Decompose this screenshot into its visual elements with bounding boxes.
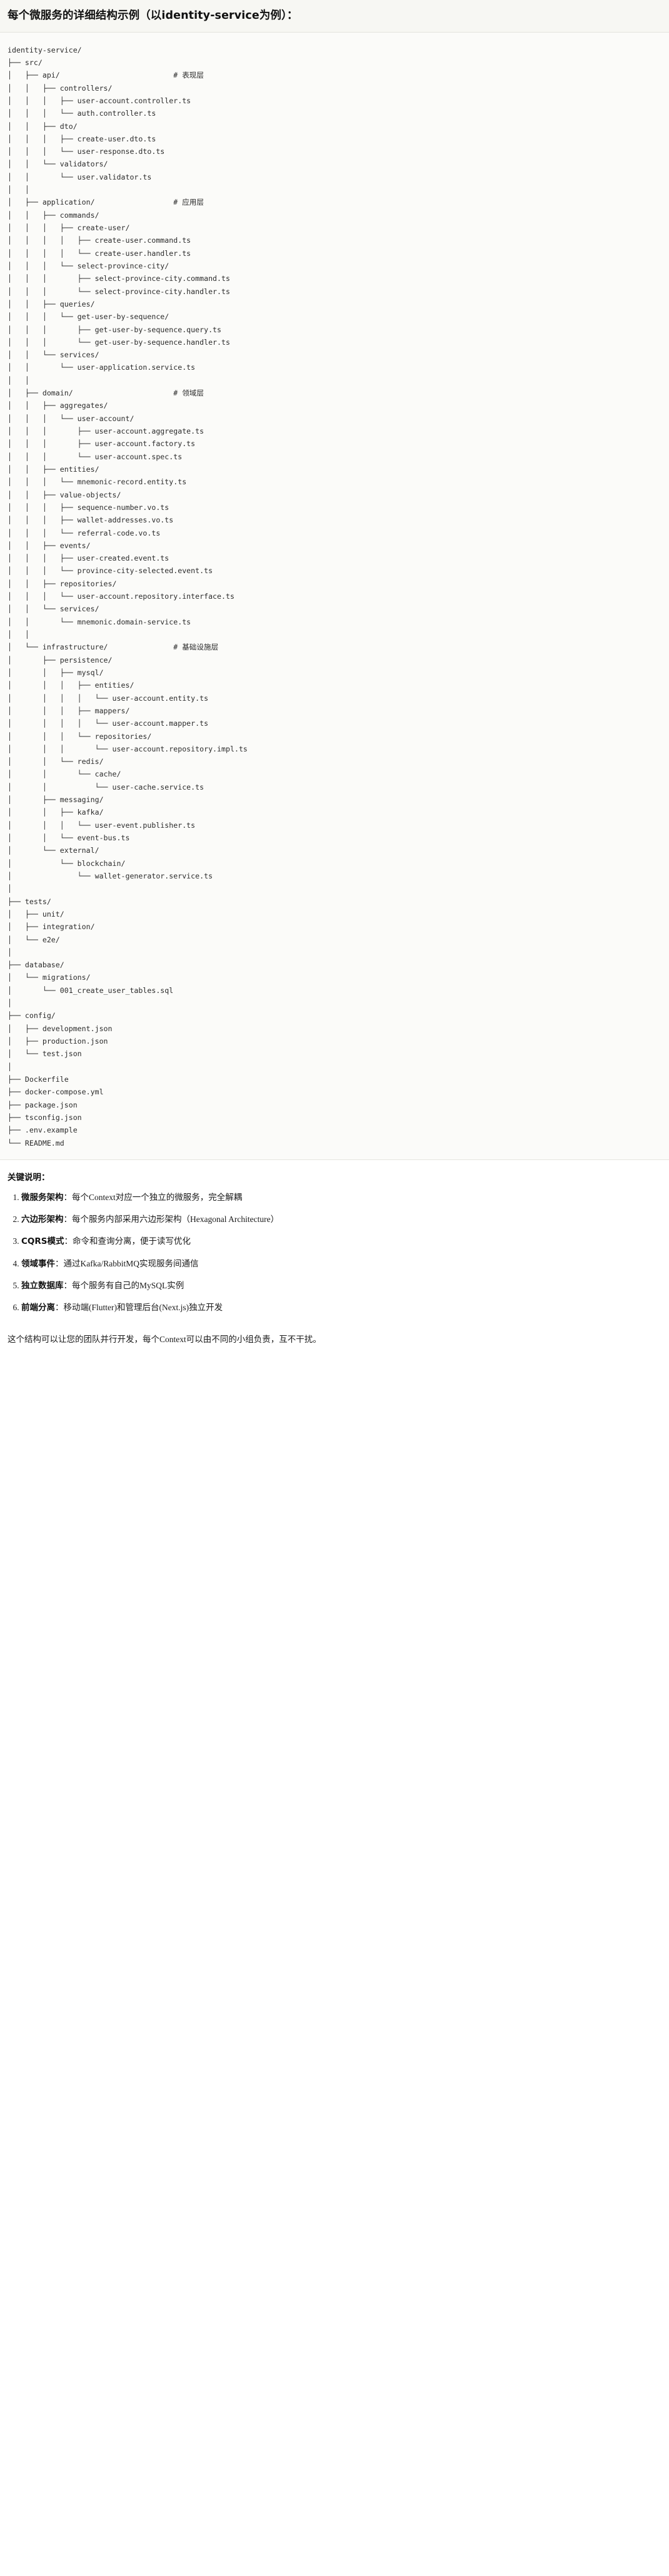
list-item: 领域事件：通过Kafka/RabbitMQ实现服务间通信 <box>21 1258 661 1270</box>
directory-tree-content: identity-service/ ├── src/ │ ├── api/ # … <box>8 45 248 1148</box>
note-term: 微服务架构 <box>21 1192 64 1203</box>
note-term: 六边形架构 <box>21 1214 64 1225</box>
closing-paragraph: 这个结构可以让您的团队并行开发，每个Context可以由不同的小组负责，互不干扰… <box>0 1333 669 1356</box>
list-item: 前端分离：移动端(Flutter)和管理后台(Next.js)独立开发 <box>21 1301 661 1314</box>
note-term: 前端分离 <box>21 1303 55 1313</box>
list-item: 独立数据库：每个服务有自己的MySQL实例 <box>21 1280 661 1292</box>
note-separator: ： <box>63 1214 73 1225</box>
list-item: 六边形架构：每个服务内部采用六边形架构（Hexagonal Architectu… <box>21 1213 661 1226</box>
list-item: CQRS模式：命令和查询分离，便于读写优化 <box>21 1235 661 1248</box>
note-separator: ： <box>63 1192 73 1203</box>
key-notes-list: 微服务架构：每个Context对应一个独立的微服务，完全解耦 六边形架构：每个服… <box>8 1191 661 1315</box>
note-description: 移动端(Flutter)和管理后台(Next.js)独立开发 <box>63 1303 223 1313</box>
note-term: 独立数据库 <box>21 1280 64 1291</box>
note-description: 每个Context对应一个独立的微服务，完全解耦 <box>72 1192 243 1202</box>
document-heading-band: 每个微服务的详细结构示例（以identity-service为例）： <box>0 0 669 33</box>
note-separator: ： <box>63 1280 73 1291</box>
note-separator: ： <box>55 1258 64 1269</box>
key-notes-title: 关键说明： <box>8 1172 50 1183</box>
note-term: 领域事件 <box>21 1258 55 1269</box>
note-separator: ： <box>55 1303 64 1313</box>
note-description: 命令和查询分离，便于读写优化 <box>73 1236 191 1246</box>
note-term: CQRS模式 <box>21 1236 64 1247</box>
note-separator: ： <box>64 1236 73 1247</box>
note-description: 每个服务内部采用六边形架构（Hexagonal Architecture） <box>72 1214 279 1224</box>
list-item: 微服务架构：每个Context对应一个独立的微服务，完全解耦 <box>21 1191 661 1204</box>
page-title: 每个微服务的详细结构示例（以identity-service为例）： <box>8 9 298 22</box>
note-description: 通过Kafka/RabbitMQ实现服务间通信 <box>63 1258 199 1268</box>
key-notes-section: 关键说明： 微服务架构：每个Context对应一个独立的微服务，完全解耦 六边形… <box>0 1159 669 1330</box>
directory-tree-block: identity-service/ ├── src/ │ ├── api/ # … <box>0 32 669 1160</box>
note-description: 每个服务有自己的MySQL实例 <box>72 1280 184 1290</box>
